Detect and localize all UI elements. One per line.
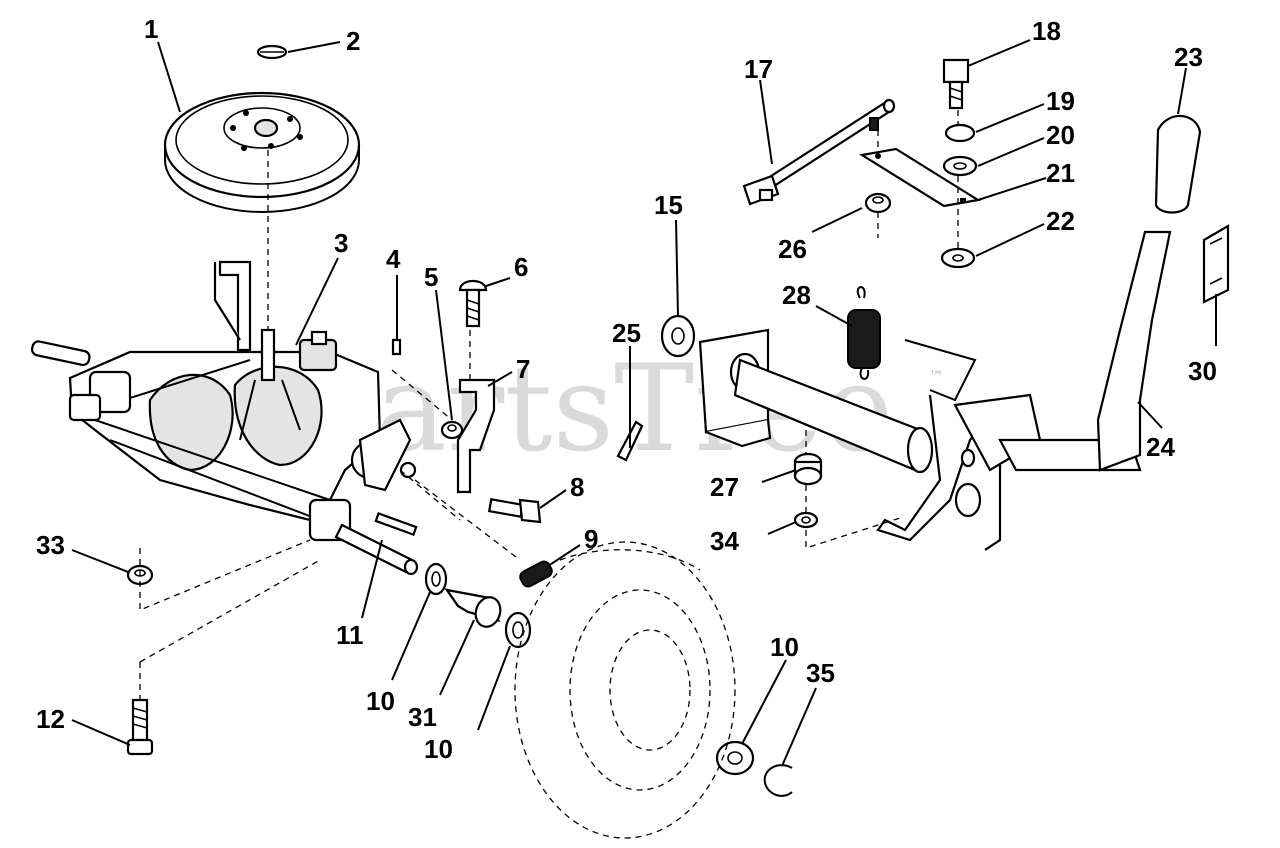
bolt-part-8 <box>487 498 542 524</box>
callout-18: 18 <box>1032 16 1061 46</box>
leader-lines <box>71 39 1217 767</box>
callout-labels: 1 2 3 4 5 6 7 8 9 10 10 10 11 12 15 17 1… <box>36 14 1217 764</box>
key-part <box>256 44 288 60</box>
washer-part-19 <box>944 123 976 143</box>
bracket-part <box>456 378 496 494</box>
callout-2: 2 <box>346 26 360 56</box>
washer-part-20 <box>942 155 978 177</box>
callout-10-c: 10 <box>770 632 799 662</box>
callout-25: 25 <box>612 318 641 348</box>
callout-34: 34 <box>710 526 739 556</box>
spacer-part <box>444 587 502 628</box>
callout-28: 28 <box>782 280 811 310</box>
pin-part <box>391 338 402 356</box>
callout-11: 11 <box>336 620 364 650</box>
callout-10-b: 10 <box>424 734 453 764</box>
callout-9: 9 <box>584 524 598 554</box>
washer-part-10b <box>504 611 532 649</box>
bolt-part-12 <box>126 698 154 756</box>
axle-part <box>334 511 419 576</box>
nut-part-26 <box>864 192 892 214</box>
callout-1: 1 <box>144 14 158 44</box>
carriage-bolt-part <box>458 279 488 328</box>
callout-7: 7 <box>516 354 530 384</box>
callout-19: 19 <box>1046 86 1075 116</box>
spring-part-9 <box>519 560 553 588</box>
callout-23: 23 <box>1174 42 1203 72</box>
pulley-part <box>163 91 361 213</box>
callout-30: 30 <box>1188 356 1217 386</box>
star-washer-part-34 <box>793 511 819 529</box>
shaft-bracket-part <box>698 328 1142 551</box>
control-rod-part <box>742 98 896 206</box>
callout-8: 8 <box>570 472 584 502</box>
callout-33: 33 <box>36 530 65 560</box>
callout-22: 22 <box>1046 206 1075 236</box>
callout-20: 20 <box>1046 120 1075 150</box>
retaining-clip-part <box>763 764 793 797</box>
callout-15: 15 <box>654 190 683 220</box>
washer-part-10a <box>424 562 448 596</box>
callout-5: 5 <box>424 262 438 292</box>
callout-6: 6 <box>514 252 528 282</box>
decal-part <box>1202 224 1230 304</box>
callout-31: 31 <box>408 702 437 732</box>
watermark-trademark: ™ <box>928 367 944 386</box>
spring-part-28 <box>847 286 881 380</box>
callout-24: 24 <box>1146 432 1175 462</box>
wheel-outline <box>514 541 736 839</box>
callout-27: 27 <box>710 472 739 502</box>
lever-knob-part <box>1154 114 1202 214</box>
callout-21: 21 <box>1046 158 1075 188</box>
callout-10-a: 10 <box>366 686 395 716</box>
callout-35: 35 <box>806 658 835 688</box>
transaxle-part <box>30 260 417 542</box>
callout-3: 3 <box>334 228 348 258</box>
shift-lever-part <box>1096 230 1172 472</box>
bushing-part-27 <box>793 452 823 486</box>
washer-part-22 <box>940 247 976 269</box>
callout-17: 17 <box>744 54 773 84</box>
nut-part-5 <box>440 420 464 440</box>
washer-part-15 <box>660 314 696 358</box>
callout-12: 12 <box>36 704 65 734</box>
bolt-part-18 <box>942 58 970 110</box>
callout-4: 4 <box>386 244 401 274</box>
callout-26: 26 <box>778 234 807 264</box>
